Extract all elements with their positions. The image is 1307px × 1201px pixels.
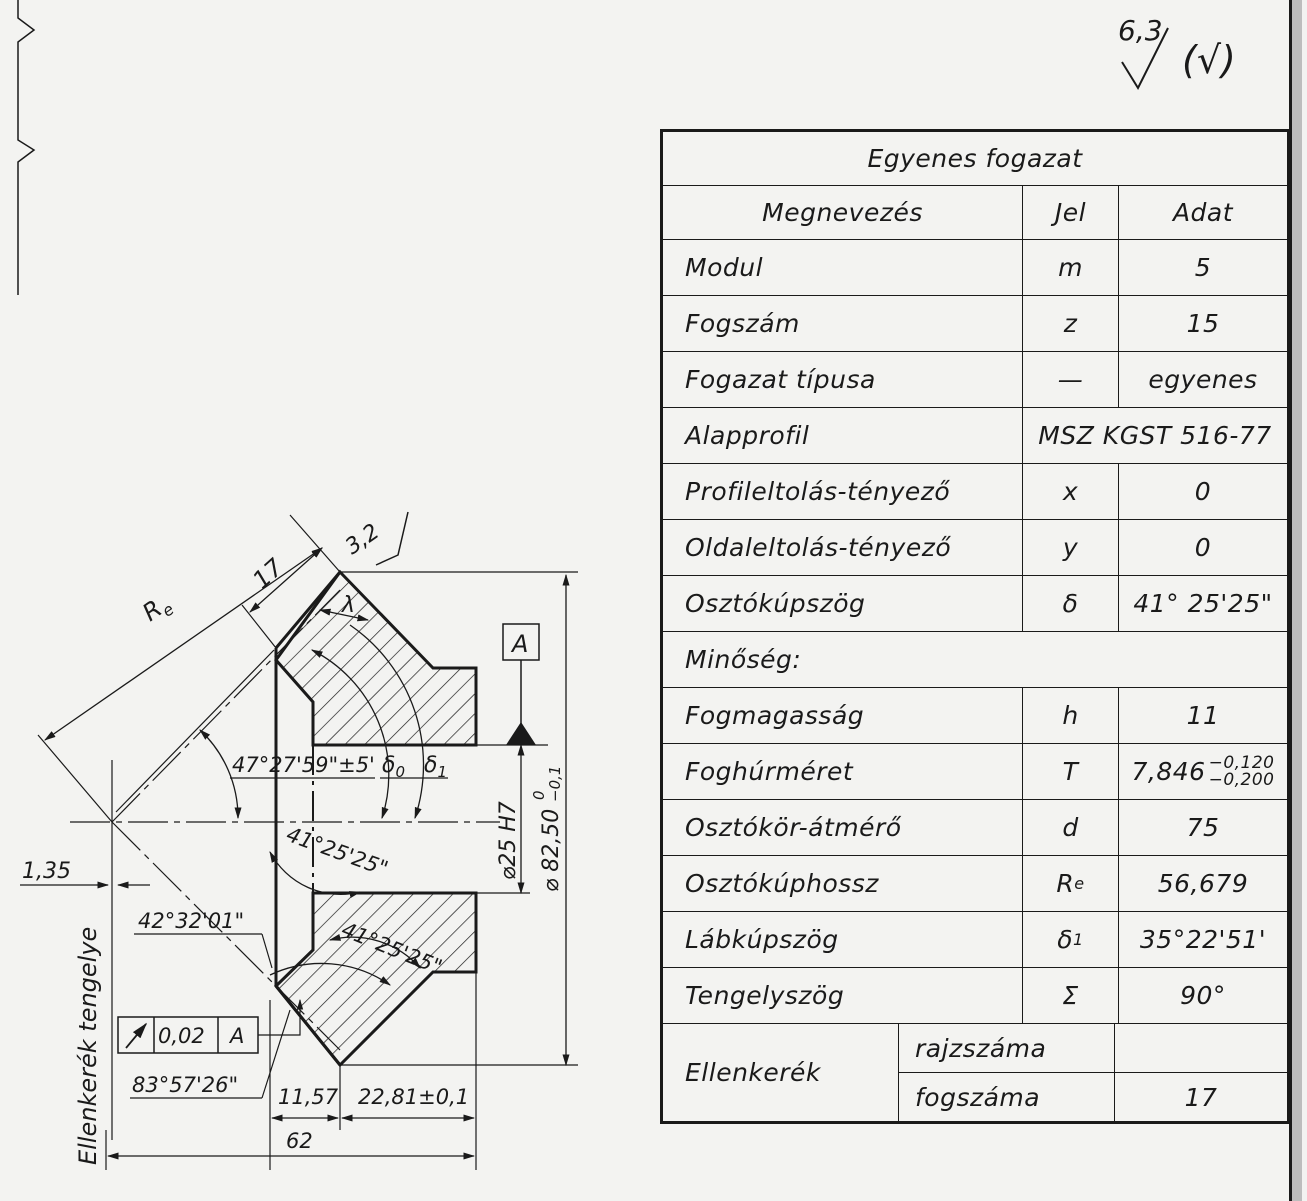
general-roughness: 6,3 (√) xyxy=(1112,8,1272,98)
row-value: egyenes xyxy=(1119,352,1287,408)
tolerance-base: 7,846 xyxy=(1131,757,1206,786)
row-name: Lábkúpszög xyxy=(663,912,1023,968)
roughness-suffix: (√) xyxy=(1182,38,1236,82)
row-name: Fogmagasság xyxy=(663,688,1023,744)
row-name: Fogazat típusa xyxy=(663,352,1023,408)
row-symbol: z xyxy=(1023,296,1119,352)
break-line xyxy=(17,0,36,295)
row-name: Osztókör-átmérő xyxy=(663,800,1023,856)
re-label: Re xyxy=(137,589,177,631)
row-value: 5 xyxy=(1119,240,1287,296)
delta1-label: δ1 xyxy=(424,753,447,781)
row-name: Oldaleltolás-tényező xyxy=(663,520,1023,576)
outer-dia-label: ⌀ 82,50 xyxy=(539,809,564,892)
row-name: Foghúrméret xyxy=(663,744,1023,800)
section-lower xyxy=(273,891,478,1068)
symbol-main: δ xyxy=(1057,925,1074,954)
counter-drawing-label: rajzszáma xyxy=(899,1024,1115,1073)
len-a-label: 11,57 xyxy=(278,1085,339,1109)
row-symbol: Σ xyxy=(1023,968,1119,1024)
counter-teeth-label: fogszáma xyxy=(899,1073,1115,1121)
row-value: 0 xyxy=(1119,464,1287,520)
roughness-value: 6,3 xyxy=(1118,14,1163,47)
gear-drawing: Re 17 3,2 λ A 47°27'59"±5' δ0 δ1 41°25'2… xyxy=(17,0,578,1170)
gear-data-table: Egyenes fogazat Megnevezés Jel Adat Modu… xyxy=(660,129,1290,1124)
datum-triangle xyxy=(506,722,536,745)
delta1-arc xyxy=(349,624,425,820)
tolerance-upper: −0,120 xyxy=(1208,752,1275,773)
outer-dia-tol-upper: 0 xyxy=(530,790,548,800)
row-value: 35°22'51' xyxy=(1119,912,1287,968)
datum-label: A xyxy=(510,630,528,658)
delta0-label: δ0 xyxy=(382,753,405,781)
counter-gear-block: Ellenkerék rajzszáma fogszáma 17 xyxy=(663,1024,1287,1121)
symbol-sub: 1 xyxy=(1073,930,1084,949)
runout-arrow-icon xyxy=(125,1022,148,1049)
back-angle-label: 42°32'01" xyxy=(138,909,244,933)
counter-gear-label: Ellenkerék xyxy=(663,1024,899,1121)
symbol-sub: e xyxy=(1074,874,1085,893)
local-roughness-value: 3,2 xyxy=(341,519,384,560)
offset-label: 1,35 xyxy=(22,859,71,884)
row-name: Fogszám xyxy=(663,296,1023,352)
row-value: 15 xyxy=(1119,296,1287,352)
header-symbol: Jel xyxy=(1023,186,1119,240)
len-total-label: 62 xyxy=(286,1129,313,1153)
root-angle-label: 83°57'26" xyxy=(132,1073,238,1097)
row-name: Osztókúpszög xyxy=(663,576,1023,632)
face-width-label: 17 xyxy=(247,553,289,595)
row-symbol: — xyxy=(1023,352,1119,408)
row-name: Modul xyxy=(663,240,1023,296)
row-value: 56,679 xyxy=(1119,856,1287,912)
row-symbol: h xyxy=(1023,688,1119,744)
lambda-label: λ xyxy=(341,593,355,618)
pitch-angle-arc-bottom xyxy=(328,934,421,969)
row-name: Alapprofil xyxy=(663,408,1023,464)
runout-value: 0,02 xyxy=(158,1024,205,1048)
len-b-label: 22,81±0,1 xyxy=(358,1085,469,1109)
row-name: Profileltolás-tényező xyxy=(663,464,1023,520)
counter-drawing-value xyxy=(1115,1024,1287,1073)
pitch-cone-line-low xyxy=(111,821,341,1051)
row-value: 75 xyxy=(1119,800,1287,856)
runout-datum: A xyxy=(228,1024,244,1048)
symbol-main: R xyxy=(1056,869,1075,898)
header-value: Adat xyxy=(1119,186,1287,240)
row-symbol: m xyxy=(1023,240,1119,296)
row-symbol: x xyxy=(1023,464,1119,520)
table-title: Egyenes fogazat xyxy=(663,132,1287,186)
counter-teeth-value: 17 xyxy=(1184,1082,1218,1112)
row-symbol: d xyxy=(1023,800,1119,856)
outer-dia-tol-lower: −0,1 xyxy=(546,766,564,802)
row-value: 0 xyxy=(1119,520,1287,576)
frame-border-right xyxy=(1289,0,1302,1201)
row-name: Osztókúphossz xyxy=(663,856,1023,912)
row-name: Minőség: xyxy=(663,632,1287,688)
delta0-arc xyxy=(310,649,390,820)
row-value: MSZ KGST 516-77 xyxy=(1023,408,1287,464)
pitch-angle-arc-top xyxy=(269,850,362,898)
header-name: Megnevezés xyxy=(663,186,1023,240)
row-symbol: y xyxy=(1023,520,1119,576)
face-width-dimension xyxy=(249,547,323,613)
bore-label: ⌀25 H7 xyxy=(496,801,521,880)
tolerance-lower: −0,200 xyxy=(1208,769,1275,790)
tolerance-stack: −0,120 −0,200 xyxy=(1208,752,1275,790)
row-value: 11 xyxy=(1119,688,1287,744)
row-symbol: T xyxy=(1023,744,1119,800)
row-value: 90° xyxy=(1119,968,1287,1024)
local-roughness-symbol xyxy=(375,511,409,566)
axis-label: Ellenkerék tengelye xyxy=(74,927,102,1165)
row-value: 41° 25'25" xyxy=(1119,576,1287,632)
section-upper xyxy=(274,569,478,747)
row-symbol: δ xyxy=(1023,576,1119,632)
row-name: Tengelyszög xyxy=(663,968,1023,1024)
roughness-check-icon xyxy=(1121,27,1169,91)
tip-angle-label: 47°27'59"±5' xyxy=(232,753,375,777)
pitch-angle-top-label: 41°25'25" xyxy=(283,822,391,881)
row-value: 7,846 −0,120 −0,200 xyxy=(1119,744,1287,800)
tip-angle-arc xyxy=(199,729,242,820)
